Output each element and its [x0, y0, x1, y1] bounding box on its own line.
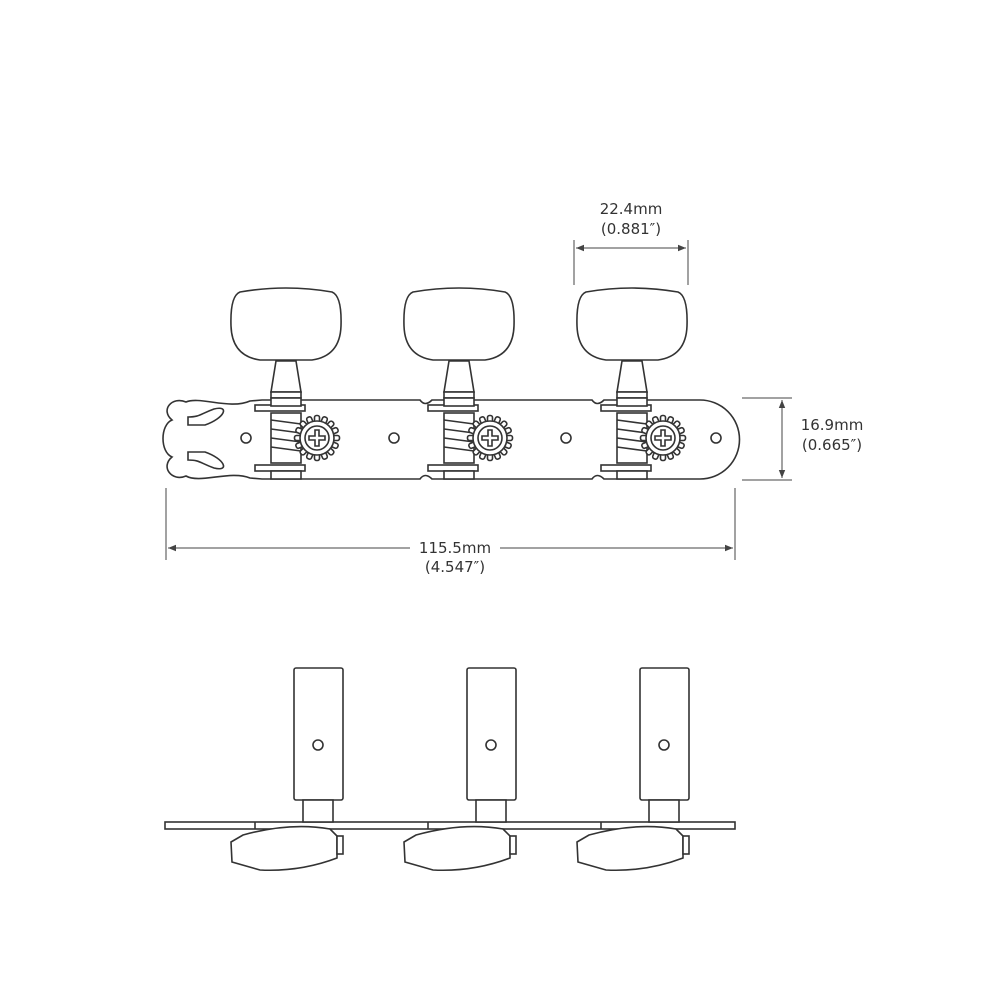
knob-button [682, 835, 690, 855]
worm-cap-lower [616, 470, 648, 480]
knob-shaft [443, 360, 475, 393]
mounting-hole [560, 432, 572, 444]
string-hole [485, 739, 497, 751]
tuner-unit-top [403, 287, 515, 480]
worm-thread [443, 446, 475, 452]
tuner-unit-side [576, 667, 690, 872]
post-bushing [475, 799, 507, 823]
knob-shaft [616, 360, 648, 393]
post-spacing-imperial: (0.881″) [601, 220, 661, 238]
post-bushing [648, 799, 680, 823]
dimension-overall-length: 115.5mm (4.547″) [165, 488, 736, 576]
mounting-hole [388, 432, 400, 444]
string-hole [312, 739, 324, 751]
post-spacing-metric: 22.4mm [600, 200, 663, 218]
post-bushing [302, 799, 334, 823]
tuner-knob [403, 287, 515, 361]
shaft-collar [443, 391, 475, 399]
mounting-hole [710, 432, 722, 444]
bushing-lower [254, 464, 306, 472]
tuner-unit-side [230, 667, 344, 872]
bushing-lower [427, 464, 479, 472]
plate-width-metric: 16.9mm [801, 416, 864, 434]
worm-thread [270, 419, 302, 425]
dimension-plate-width: 16.9mm (0.665″) [742, 397, 864, 481]
worm-cap-upper [443, 397, 475, 407]
tuner-unit-top [230, 287, 342, 480]
knob-button [509, 835, 517, 855]
overall-length-metric: 115.5mm [419, 539, 491, 557]
shaft-collar [616, 391, 648, 399]
tuner-unit-side [403, 667, 517, 872]
dimension-post-spacing: 22.4mm (0.881″) [573, 200, 689, 285]
knob-button [336, 835, 344, 855]
tuner-unit-top [576, 287, 688, 480]
headstock-slot-upper [187, 407, 225, 426]
worm-thread [270, 446, 302, 452]
tuner-knob [230, 287, 342, 361]
worm-thread [616, 446, 648, 452]
shaft-collar [270, 391, 302, 399]
string-post [293, 667, 344, 801]
string-hole [658, 739, 670, 751]
worm-thread [443, 419, 475, 425]
worm-cap-upper [270, 397, 302, 407]
worm-cap-upper [616, 397, 648, 407]
screw-cross-icon [481, 429, 499, 447]
knob-shaft [270, 360, 302, 393]
worm-thread [616, 437, 648, 443]
overall-length-imperial: (4.547″) [425, 558, 485, 576]
worm-thread [443, 437, 475, 443]
side-knob [403, 825, 511, 872]
worm-cap-lower [270, 470, 302, 480]
side-knob [230, 825, 338, 872]
side-knob [576, 825, 684, 872]
bushing-lower [600, 464, 652, 472]
worm-thread [270, 437, 302, 443]
headstock-slot-lower [187, 451, 225, 470]
top-view [162, 287, 741, 480]
tuner-knob [576, 287, 688, 361]
screw-cross-icon [654, 429, 672, 447]
string-post [466, 667, 517, 801]
screw-cross-icon [308, 429, 326, 447]
mounting-hole [240, 432, 252, 444]
worm-thread [616, 419, 648, 425]
side-view [164, 667, 736, 872]
string-post [639, 667, 690, 801]
worm-cap-lower [443, 470, 475, 480]
plate-width-imperial: (0.665″) [802, 436, 862, 454]
